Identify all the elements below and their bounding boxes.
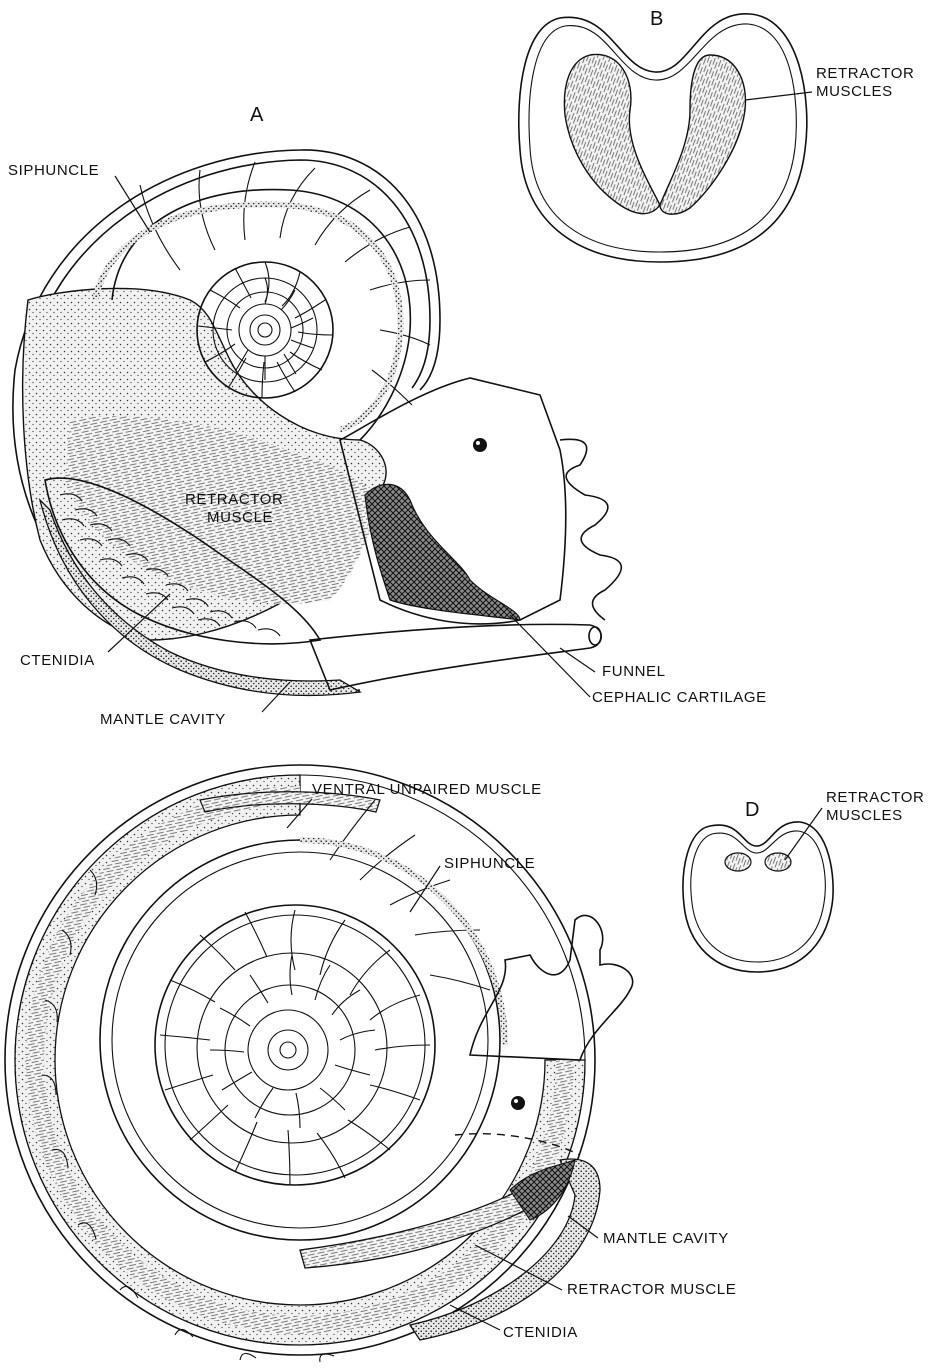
panel-d-letter: D	[745, 799, 759, 821]
panel-c-ctenidia-label: CTENIDIA	[503, 1324, 578, 1341]
panel-a-funnel	[310, 624, 601, 690]
panel-c-eye	[511, 1096, 525, 1110]
panel-c-shell-outer	[5, 765, 595, 1355]
panel-a-ctenidia-label: CTENIDIA	[20, 652, 95, 669]
panel-c-ventral-unpaired-muscle-label: VENTRAL UNPAIRED MUSCLE	[312, 781, 542, 798]
panel-c-siphuncle-label: SIPHUNCLE	[444, 855, 535, 872]
panel-d-left-retractor	[725, 853, 751, 871]
panel-a-cartilage-leader	[510, 615, 590, 697]
panel-a-cephalic-cartilage	[365, 484, 520, 620]
panel-b-letter: B	[650, 8, 663, 30]
panel-d-retractor-label-2: MUSCLES	[826, 807, 903, 824]
panel-a-retractor-label-2: MUSCLE	[207, 509, 273, 526]
panel-b: B RETRACTOR MUSCLES	[519, 8, 915, 262]
panel-c-spiral-chambers	[100, 840, 500, 1240]
panel-b-retractor-label-1: RETRACTOR	[816, 65, 914, 82]
panel-b-retractor-leader	[745, 92, 812, 100]
panel-a-eye	[473, 438, 487, 452]
panel-b-outline	[519, 14, 807, 262]
panel-c-mantle-cavity-label: MANTLE CAVITY	[603, 1230, 729, 1247]
panel-b-retractor-label-2: MUSCLES	[816, 83, 893, 100]
panel-d-outline	[683, 822, 833, 972]
panel-a-funnel-label: FUNNEL	[602, 663, 666, 680]
panel-a-cephalic-cartilage-label: CEPHALIC CARTILAGE	[592, 689, 767, 706]
panel-a-tentacles	[560, 439, 621, 620]
panel-a-retractor-label-1: RETRACTOR	[185, 491, 283, 508]
panel-d-retractor-leader	[785, 808, 822, 860]
panel-d: D RETRACTOR MUSCLES	[683, 789, 924, 972]
panel-b-right-retractor	[660, 55, 745, 214]
panel-a-spiral-chambers	[197, 262, 333, 398]
panel-c-ctenidia-band	[35, 795, 565, 1325]
panel-c-retractor-muscle-label: RETRACTOR MUSCLE	[567, 1281, 736, 1298]
panel-a-funnel-leader	[560, 648, 595, 672]
panel-a-siphuncle-label: SIPHUNCLE	[8, 162, 99, 179]
panel-a-letter: A	[250, 104, 264, 126]
panel-d-retractor-label-1: RETRACTOR	[826, 789, 924, 806]
panel-a-mantle-cavity-label: MANTLE CAVITY	[100, 711, 226, 728]
panel-c: C	[5, 765, 736, 1362]
panel-d-right-retractor	[765, 853, 791, 871]
